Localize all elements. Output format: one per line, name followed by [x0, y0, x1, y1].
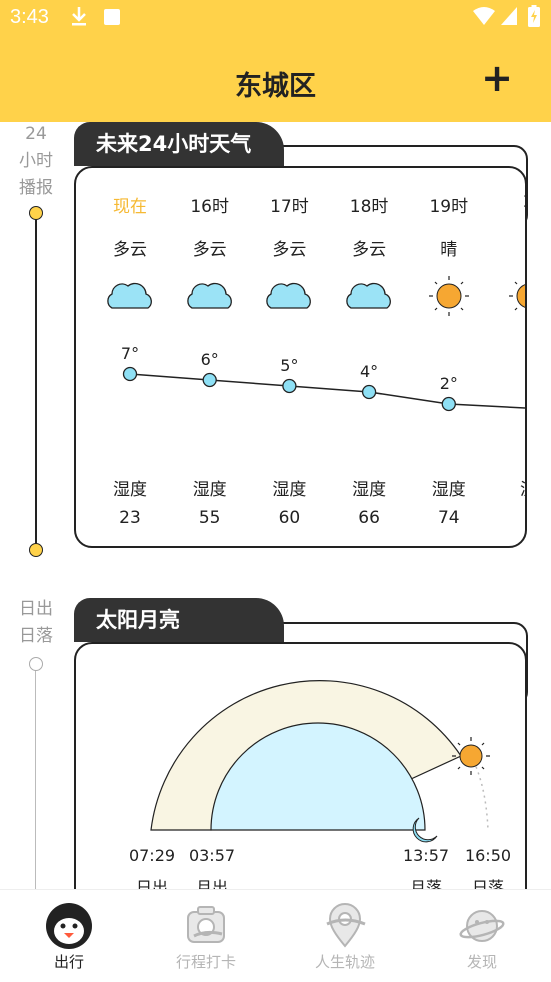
- temperature-point: [361, 384, 377, 400]
- status-time: 3:43: [10, 6, 49, 28]
- sun-moon-card: 07:29 日出 03:57 月出 13:57 月落 16:50 日落: [74, 642, 527, 926]
- sun-icon: [452, 737, 490, 775]
- humidity-label: 湿: [489, 475, 525, 500]
- moonrise-time: 03:57: [188, 846, 236, 865]
- rail-label-sun: 日出 日落: [0, 596, 72, 650]
- rail-label-line: 日落: [19, 626, 53, 646]
- location-pin-icon: [326, 903, 366, 948]
- nav-label: 出行: [53, 953, 84, 971]
- temperature-point: [122, 366, 138, 382]
- rail-line: [35, 212, 37, 550]
- temperature-point: [202, 372, 217, 388]
- sun-card-title: 太阳月亮: [96, 608, 180, 632]
- temperature-label: 4°: [360, 362, 378, 381]
- rail-label-24h: 24 小时 播报: [0, 121, 72, 202]
- hour-time: 现在: [113, 197, 147, 217]
- weather-card-tab: 未来24小时天气: [74, 122, 284, 166]
- sunrise-time: 07:29: [128, 846, 176, 865]
- moon-arc: [210, 722, 426, 831]
- temperature-line: [129, 373, 525, 409]
- humidity-value: 55: [198, 508, 221, 528]
- humidity-label: 湿度: [431, 480, 466, 500]
- humidity-value: 60: [278, 508, 301, 528]
- sun-icon: [508, 281, 525, 311]
- cloud-icon: [186, 282, 232, 309]
- weather-condition: 多云: [113, 240, 147, 260]
- battery-icon: [528, 5, 540, 31]
- weather-card: 现在多云湿度 23 16时多云湿度 55 17时多云湿度 60 18时多云湿度 66 19时晴湿…: [74, 166, 527, 548]
- sun-moon-arc-diagram: [150, 680, 490, 843]
- humidity-label: 湿度: [113, 480, 147, 500]
- top-bar: [0, 0, 551, 122]
- rail-dot-start: [29, 206, 43, 220]
- hour-column: 2湿: [489, 168, 525, 546]
- weather-condition: 多云: [192, 240, 227, 260]
- temperature-line-chart: 7° 6° 5° 4° 2°: [121, 344, 525, 412]
- rail-line-sun: [35, 664, 36, 894]
- hour-column: 16时多云湿度 55: [170, 168, 250, 546]
- rail-dot-end: [29, 543, 43, 557]
- weather-card-title: 未来24小时天气: [96, 132, 252, 156]
- nav-label: 行程打卡: [175, 953, 236, 971]
- page-title: 东城区: [235, 71, 316, 102]
- app-notification-icon: [104, 9, 120, 25]
- hour-time: 16时: [190, 197, 229, 217]
- hourly-forecast: 现在多云湿度 23 16时多云湿度 55 17时多云湿度 60 18时多云湿度 66 19时晴湿…: [76, 168, 525, 546]
- humidity-label: 湿度: [352, 480, 387, 500]
- cloud-icon: [266, 282, 312, 309]
- weather-condition: 晴: [440, 240, 458, 260]
- temperature-label: 2°: [440, 374, 458, 393]
- weather-condition: 多云: [272, 240, 307, 260]
- humidity-value: 23: [119, 508, 141, 528]
- sun-card-tab: 太阳月亮: [74, 598, 284, 642]
- rail-label-line: 小时: [19, 151, 53, 171]
- hour-column: 18时多云湿度 66: [329, 168, 409, 546]
- nav-label: 发现: [466, 953, 497, 971]
- wifi-icon: [472, 6, 496, 30]
- hour-time: 19时: [429, 197, 469, 217]
- temperature-point: [282, 378, 297, 394]
- moon-icon: [412, 817, 438, 843]
- moonset-time: 13:57: [402, 846, 450, 865]
- planet-icon: [459, 910, 505, 942]
- hour-column: 17时多云湿度 60: [249, 168, 329, 546]
- hour-time: 17时: [270, 197, 309, 217]
- humidity-label: 湿度: [192, 480, 227, 500]
- cloud-icon: [107, 282, 152, 309]
- penguin-icon: [46, 903, 92, 949]
- cloud-icon: [346, 282, 391, 309]
- bottom-nav: 出行 行程打卡 人生轨迹 发现: [0, 889, 551, 982]
- rail-label-line: 日出: [19, 599, 53, 619]
- nav-label: 人生轨迹: [314, 953, 375, 971]
- rail-label-line: 播报: [19, 178, 53, 198]
- temperature-label: 6°: [201, 350, 219, 369]
- weather-condition: 多云: [352, 240, 387, 260]
- add-button[interactable]: +: [481, 56, 513, 100]
- rail-dot-sun: [29, 657, 43, 671]
- sun-icon: [428, 276, 469, 316]
- hour-column: 19时晴湿度 74: [409, 168, 489, 546]
- humidity-label: 湿度: [272, 480, 307, 500]
- rail-label-line: 24: [25, 124, 47, 144]
- download-icon: [70, 5, 88, 31]
- hour-time: 18时: [349, 197, 389, 217]
- temperature-label: 7°: [121, 344, 139, 363]
- sunset-time: 16:50: [464, 846, 512, 865]
- temperature-label: 5°: [280, 356, 298, 375]
- temperature-point: [441, 396, 456, 412]
- humidity-value: 74: [437, 508, 460, 528]
- signal-icon: [500, 6, 518, 30]
- humidity-value: 66: [358, 508, 380, 528]
- camera-icon: [187, 906, 225, 943]
- hour-column: 现在多云湿度 23: [90, 168, 170, 546]
- hour-time: 2: [489, 192, 525, 212]
